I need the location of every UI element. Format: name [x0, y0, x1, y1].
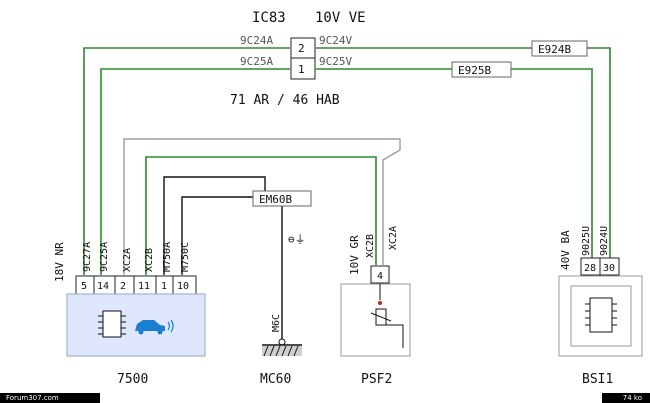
wire-label-9c25v: 9C25V	[319, 55, 352, 68]
wire-m750a	[163, 176, 266, 275]
wire-9c25a	[100, 68, 290, 275]
c7500-wire-label-6: M750C	[180, 242, 191, 272]
ground-symbol: ⊖⏚	[288, 233, 306, 246]
tag-em60b-box	[252, 190, 312, 207]
bsi1-wire-label-1: 9025U	[581, 226, 592, 256]
psf2-name: PSF2	[361, 372, 392, 387]
psf2-connector	[370, 265, 390, 284]
wire-9c24v	[316, 47, 611, 258]
wire-xc2b	[145, 156, 377, 275]
diagram-title: IC83	[252, 10, 286, 26]
ground-hatch-icon	[262, 344, 302, 357]
tag-em60b: EM60B	[259, 193, 292, 206]
c7500-wire-label-3: XC2A	[122, 248, 133, 272]
mc60-terminal	[278, 338, 286, 346]
psf2-connector-label: 10V GR	[348, 235, 361, 275]
tag-e925b: E925B	[458, 64, 491, 77]
c7500-pin-14: 14	[97, 281, 109, 292]
c7500-connector-label: 18V NR	[53, 242, 66, 282]
bsi1-inner-frame	[570, 285, 632, 347]
wire-label-9c25a: 9C25A	[240, 55, 273, 68]
footer-file-size: 74 ko	[602, 393, 650, 403]
mc60-name: MC60	[260, 372, 291, 387]
c7500-name: 7500	[117, 372, 148, 387]
c7500-pin-5: 5	[81, 281, 87, 292]
c7500-pin-11: 11	[138, 281, 150, 292]
wire-9c24a	[83, 47, 290, 275]
diagram-title-suffix: 10V VE	[315, 10, 366, 26]
ic83-pin-1: 1	[298, 63, 305, 76]
tag-e925b-box	[451, 61, 512, 78]
c7500-wire-label-2: 9C25A	[99, 242, 110, 272]
c7500-pin-10: 10	[177, 281, 189, 292]
bsi1-wire-label-2: 9024U	[599, 226, 610, 256]
footer-bar	[0, 393, 650, 403]
c7500-wire-label-4: XC2B	[144, 248, 155, 272]
relay-coil-icon	[370, 284, 404, 348]
wire-label-9c24a: 9C24A	[240, 34, 273, 47]
mc60-wire-label: M6C	[271, 314, 282, 332]
psf2-wire-label-1: XC2B	[365, 234, 376, 258]
wire-9c25v	[316, 68, 593, 258]
footer-site: Forum307.com	[0, 393, 100, 403]
parking-sensor-car-icon	[135, 319, 174, 335]
c7500-pin-1: 1	[161, 281, 167, 292]
tag-e924b-box	[531, 40, 588, 57]
c7500-body	[66, 293, 206, 357]
wire-xc2a	[123, 138, 401, 275]
psf2-wire-label-2: XC2A	[388, 226, 399, 250]
c7500-wire-label-1: 9C27A	[82, 242, 93, 272]
wire-label-9c24v: 9C24V	[319, 34, 352, 47]
bsi-chip-icon	[585, 297, 617, 333]
c7500-wire-label-5: M750A	[162, 242, 173, 272]
ic83-pin-2: 2	[298, 42, 305, 55]
bsi1-pin-28: 28	[584, 263, 596, 274]
psf2-pin-4: 4	[377, 271, 383, 282]
c7500-pin-2: 2	[120, 281, 126, 292]
tag-e924b: E924B	[538, 43, 571, 56]
bsi1-name: BSI1	[582, 372, 613, 387]
wire-m750c	[181, 196, 283, 340]
diagram-svg: IC83 10V VE 9C24A 9C25A 9C24V 9C25V 2 1 …	[53, 10, 643, 387]
connector-location-label: 71 AR / 46 HAB	[230, 93, 340, 108]
ecu-chip-icon	[98, 310, 126, 338]
bsi1-connector-label: 40V BA	[559, 230, 572, 270]
bsi1-pin-30: 30	[603, 263, 615, 274]
